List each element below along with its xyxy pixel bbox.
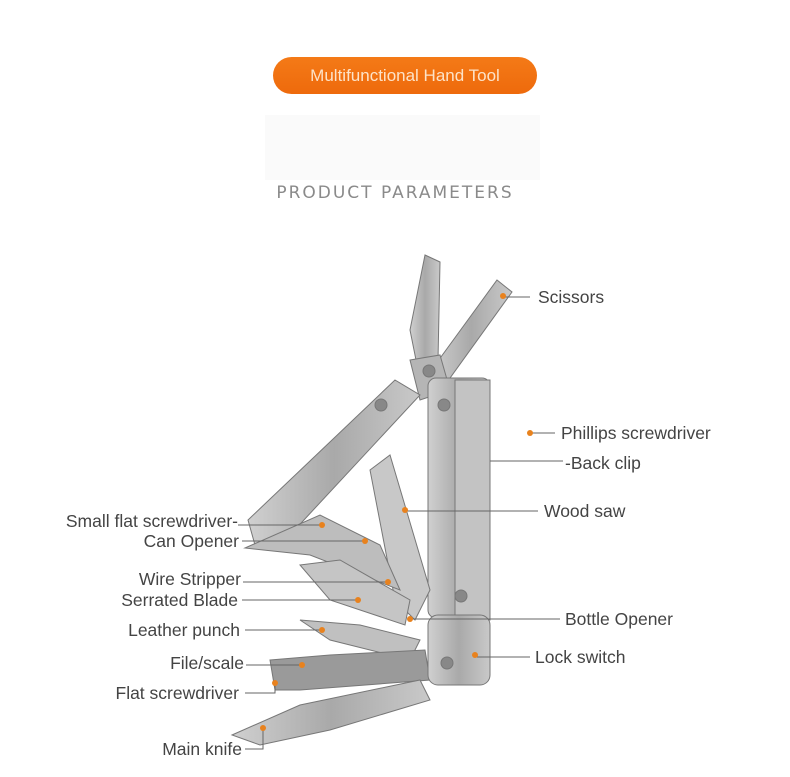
faded-watermark: [265, 115, 540, 180]
title-badge: Multifunctional Hand Tool: [273, 57, 537, 94]
label-wire-stripper: Wire Stripper: [138, 569, 241, 589]
label-scissors: Scissors: [538, 287, 605, 307]
leader-lines: [238, 296, 563, 750]
label-serrated-blade: Serrated Blade: [121, 590, 238, 610]
scissors-blade-left: [409, 254, 441, 371]
label-main-knife: Main knife: [162, 739, 242, 759]
label-lock-switch: Lock switch: [535, 647, 626, 667]
label-leather-punch: Leather punch: [128, 620, 240, 640]
lock-housing: [427, 614, 491, 686]
label-flat-screwdriver: Flat screwdriver: [115, 683, 240, 703]
label-phillips-screwdriver: Phillips screwdriver: [561, 423, 711, 443]
main-knife: [230, 679, 431, 746]
label-back-clip: -Back clip: [565, 453, 641, 473]
label-wood-saw: Wood saw: [544, 501, 626, 521]
label-file-scale: File/scale: [170, 653, 244, 673]
section-heading: PRODUCT PARAMETERS: [276, 183, 514, 203]
label-bottle-opener: Bottle Opener: [565, 609, 673, 629]
label-small-flat-screwdriver: Small flat screwdriver-: [65, 511, 238, 531]
label-can-opener: Can Opener: [143, 531, 239, 551]
callout-dots: [260, 293, 533, 731]
